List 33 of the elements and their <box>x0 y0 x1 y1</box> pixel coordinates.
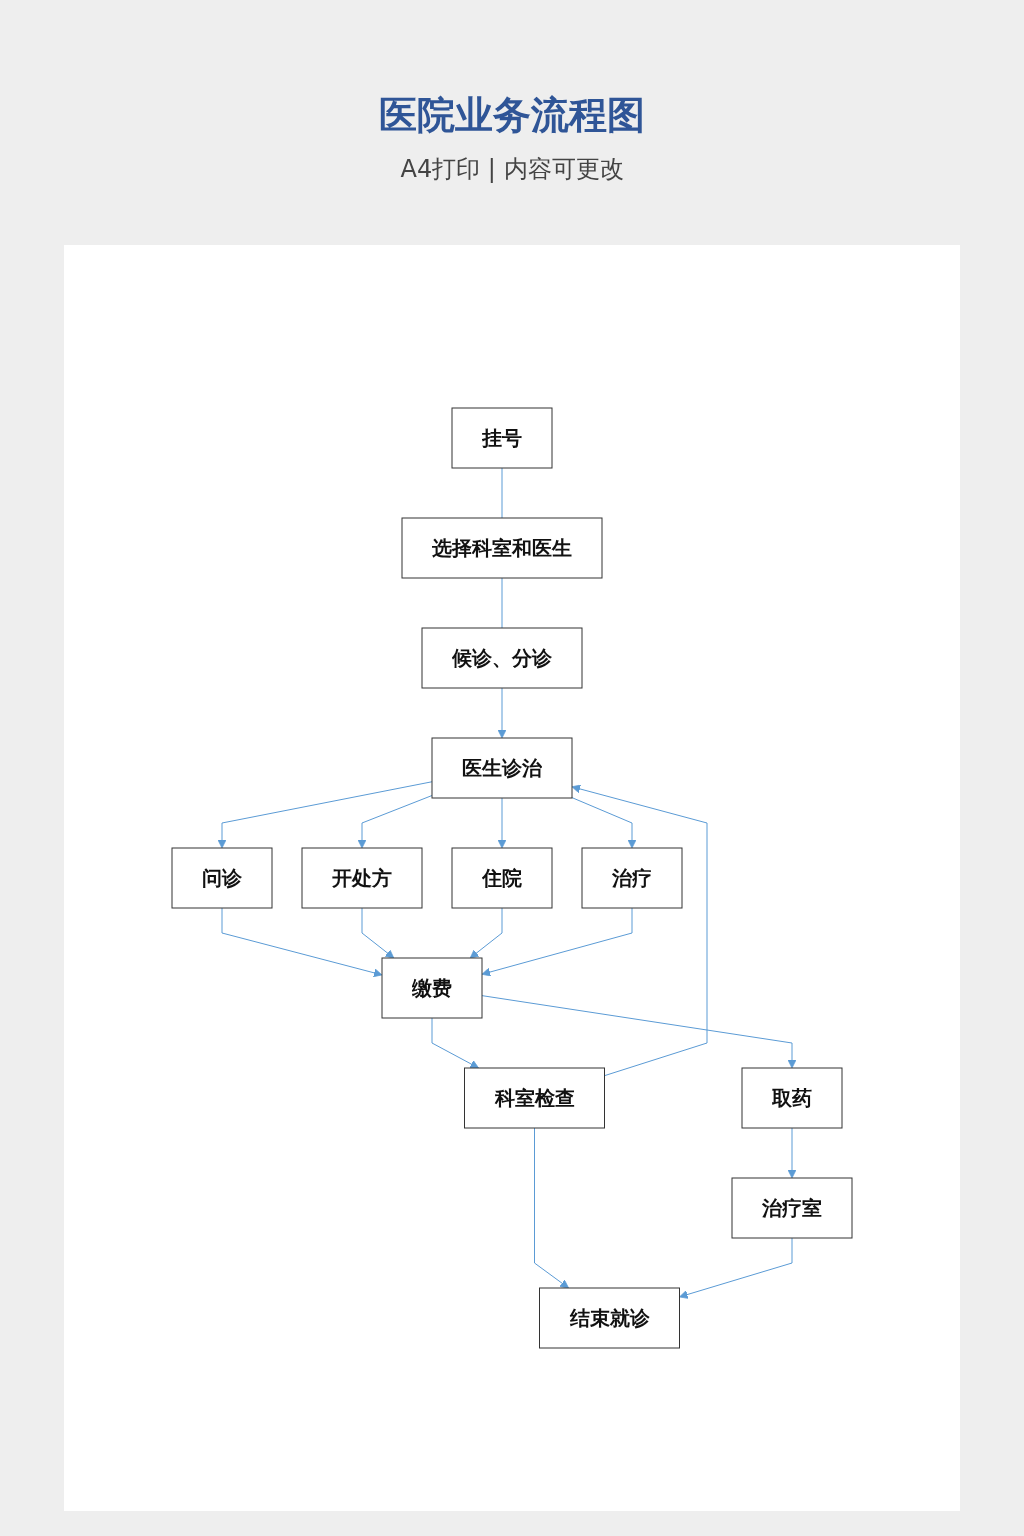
node-box <box>431 737 573 799</box>
node-box <box>464 1067 605 1129</box>
arrow <box>357 795 433 849</box>
page-sheet: 挂号 选择科室和医生 候诊、分诊 医生诊治 问诊 开处方 住院 治疗 缴费 科室检查 取药 治疗室 结束就诊 <box>64 245 960 1511</box>
arrow <box>497 797 507 849</box>
arrow <box>679 1237 793 1299</box>
arrow <box>571 797 637 849</box>
connector <box>501 467 503 519</box>
arrow <box>431 1017 479 1069</box>
node-box <box>421 627 583 689</box>
node-box <box>731 1177 853 1239</box>
node-box <box>301 847 423 909</box>
arrow <box>534 1127 569 1289</box>
node-box <box>741 1067 843 1129</box>
arrow <box>361 907 395 959</box>
connector <box>501 577 503 629</box>
node-box <box>401 517 603 579</box>
arrow <box>469 907 503 959</box>
arrow <box>481 907 633 977</box>
arrow <box>481 995 797 1069</box>
arrow <box>221 907 383 978</box>
arrow <box>787 1127 797 1179</box>
title: 医院业务流程图 <box>379 92 645 139</box>
node-box <box>451 407 553 469</box>
node-box <box>451 847 553 909</box>
node-box <box>581 847 683 909</box>
node-box <box>539 1287 680 1349</box>
arrow <box>497 687 507 739</box>
arrow <box>571 784 708 1077</box>
node-box <box>381 957 483 1019</box>
node-box <box>171 847 273 909</box>
arrow <box>217 781 433 849</box>
subtitle-text: A4打印 | 内容可更改 <box>400 154 624 185</box>
